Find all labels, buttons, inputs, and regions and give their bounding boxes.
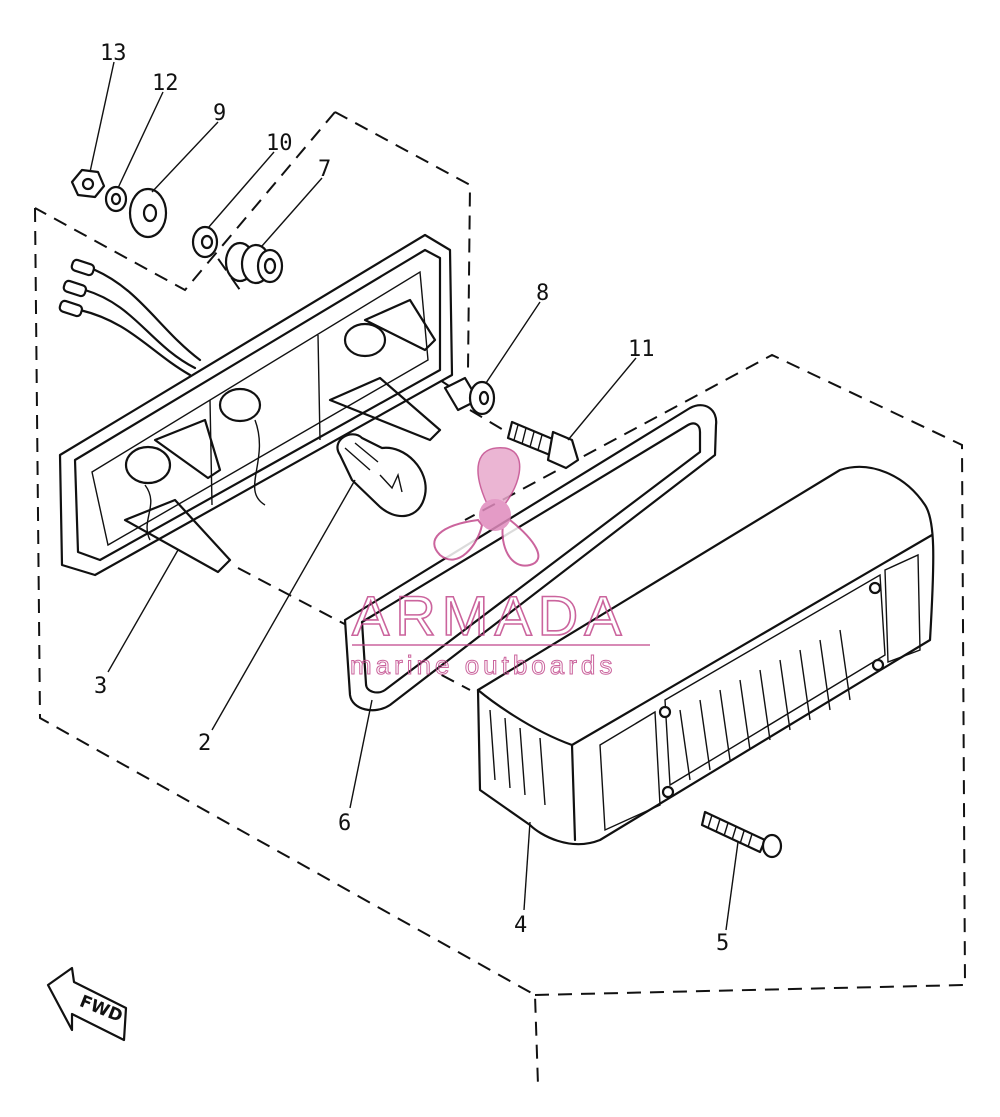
callout-11: 11: [628, 337, 655, 362]
callout-9: 9: [213, 101, 226, 126]
lock-washer-drawing: [104, 185, 128, 213]
watermark-tagline: marine outboards: [350, 650, 616, 680]
callout-7: 7: [318, 157, 331, 182]
bulb-drawing: [336, 433, 427, 518]
watermark-brand: ARMADA: [352, 584, 628, 647]
collar-drawing: [443, 376, 496, 416]
nut-drawing: [70, 168, 106, 199]
callout-3: 3: [94, 674, 107, 699]
callout-6: 6: [338, 811, 351, 836]
centerline-dashed: [204, 239, 521, 691]
callout-8: 8: [536, 281, 549, 306]
assembly-boundary-dashed: [34, 207, 967, 1086]
wire-leads: [58, 258, 202, 377]
small-washer-drawing: [191, 225, 219, 259]
lamp-housing-drawing: [58, 233, 454, 577]
callout-12: 12: [152, 71, 179, 96]
hardware-group-boundary-dashed: [34, 111, 472, 371]
callout-10: 10: [266, 131, 293, 156]
callout-5: 5: [716, 931, 729, 956]
screw-drawing: [700, 810, 783, 859]
callout-4: 4: [514, 913, 527, 938]
plain-washer-drawing: [128, 187, 168, 239]
armada-watermark: ARMADA marine outboards: [350, 447, 650, 681]
lens-drawing: [476, 465, 935, 846]
callout-2: 2: [198, 731, 211, 756]
propeller-logo-icon: [433, 447, 540, 567]
leader-lines: [89, 61, 739, 931]
grommet-drawing: [224, 241, 284, 285]
callout-13: 13: [100, 41, 127, 66]
fwd-direction-marker: FWD: [46, 966, 128, 1042]
